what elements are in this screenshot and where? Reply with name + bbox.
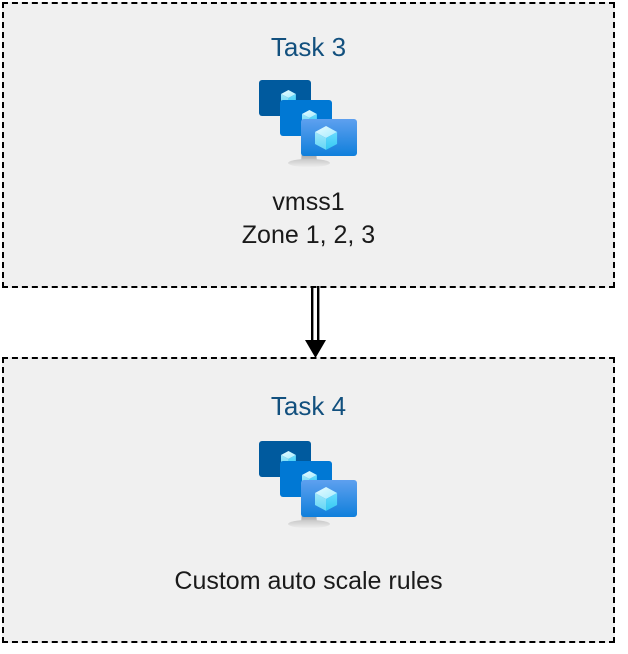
task-4-captions: Custom auto scale rules — [174, 565, 442, 598]
task-4-title: Task 4 — [270, 391, 347, 421]
task-box-task-3[interactable]: Task 3 — [2, 2, 615, 288]
task-3-caption-line-1: vmss1 — [272, 188, 345, 216]
down-arrow-connector — [296, 286, 336, 358]
task-3-caption-line-2: Zone 1, 2, 3 — [241, 221, 376, 249]
vmss-stacked-monitors-icon — [255, 435, 363, 531]
task-3-title: Task 3 — [270, 32, 347, 62]
vmss-stacked-monitors-icon — [255, 74, 363, 170]
task-3-captions: vmss1 Zone 1, 2, 3 — [242, 186, 375, 252]
task-4-caption-line-1: Custom auto scale rules — [174, 567, 443, 595]
task-box-task-4[interactable]: Task 4 — [2, 357, 615, 643]
